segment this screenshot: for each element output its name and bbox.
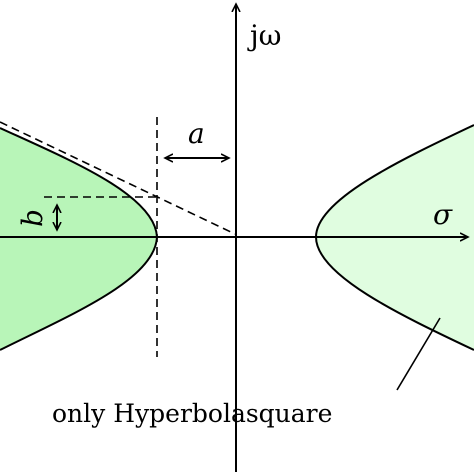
imag-axis-label: jω (247, 19, 282, 52)
dimension-a-label: a (188, 117, 205, 150)
asymptote-line (0, 121, 236, 235)
dimension-b-label: b (16, 209, 49, 227)
left-hyperbola-region (0, 128, 157, 350)
annotation-label: only Hyperbolasquare (52, 399, 332, 428)
annotation-leader-line (396, 317, 441, 391)
real-axis-label: σ (433, 198, 453, 231)
